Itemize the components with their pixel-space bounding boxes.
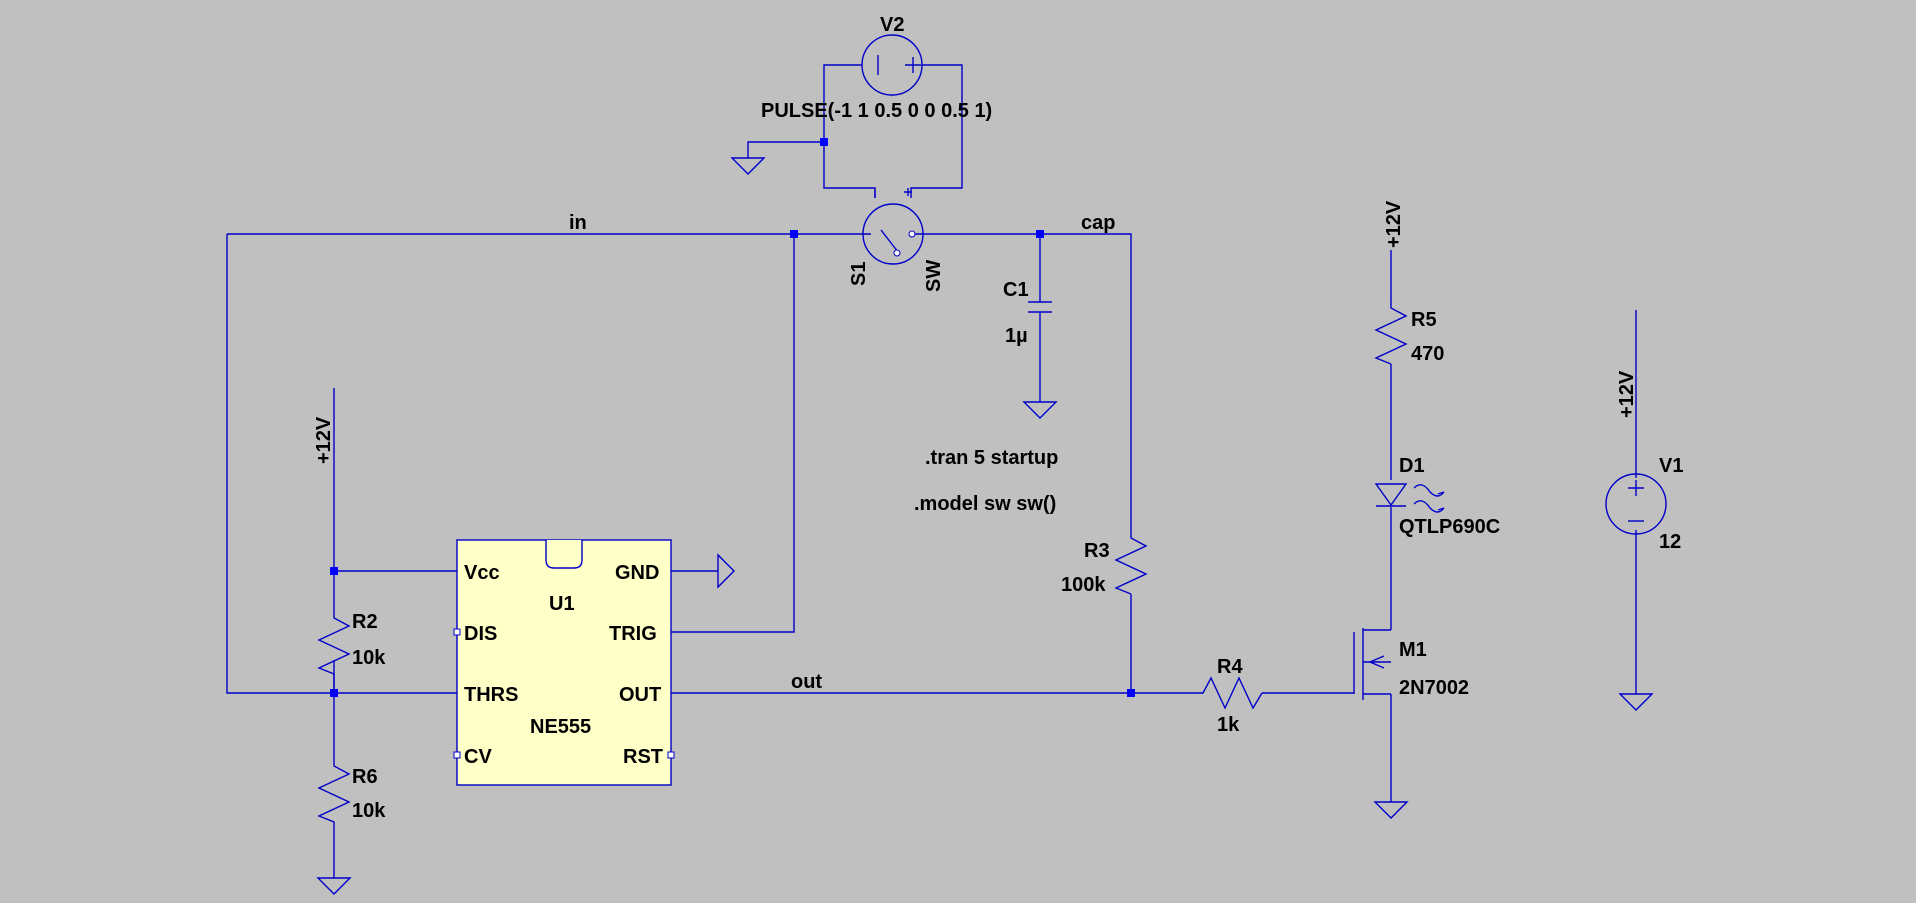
- r2-value-label: 10k: [352, 647, 386, 669]
- junction-dot: [1036, 230, 1044, 238]
- tran-directive[interactable]: .tran 5 startup: [925, 447, 1058, 469]
- r2-supply-label: +12V: [313, 416, 335, 464]
- ground-symbol: [1618, 693, 1654, 711]
- ic-notch: [545, 540, 583, 569]
- pin-marker: [453, 751, 461, 759]
- v2-name-label: V2: [880, 14, 904, 36]
- voltage-source-symbol: [1605, 473, 1667, 535]
- resistor-r2[interactable]: [317, 610, 351, 693]
- ground-symbol: [730, 157, 766, 175]
- light-emission-icon: [1413, 484, 1445, 513]
- pin-label-trig: TRIG: [609, 623, 657, 645]
- wire-v2-left[interactable]: [823, 64, 876, 198]
- u1-model-label: NE555: [530, 716, 591, 738]
- c1-value-label: 1µ: [1005, 325, 1028, 347]
- switch-contact: [908, 230, 916, 238]
- model-directive[interactable]: .model sw sw(): [914, 493, 1056, 515]
- net-label-in: in: [569, 212, 587, 234]
- v1-supply-label: +12V: [1616, 370, 1638, 418]
- junction-dot: [820, 138, 828, 146]
- pin-label-gnd: GND: [615, 562, 659, 584]
- switch-lever: [862, 229, 922, 253]
- junction-dot: [790, 230, 798, 238]
- ic-u1[interactable]: [453, 539, 675, 786]
- voltage-source-symbol: [861, 34, 923, 96]
- mosfet-m1[interactable]: [1353, 628, 1391, 700]
- v1-name-label: V1: [1659, 455, 1683, 477]
- ground-symbol: [1022, 401, 1058, 419]
- wire-cap-net[interactable]: [922, 233, 1132, 530]
- r4-value-label: 1k: [1217, 714, 1240, 736]
- junction-dot: [1127, 689, 1135, 697]
- body-arrow: [1369, 655, 1385, 669]
- d1-model-label: QTLP690C: [1399, 516, 1500, 538]
- pin-label-rst: RST: [623, 746, 663, 768]
- diode-triangle: [1374, 483, 1408, 507]
- u1-name-label: U1: [549, 593, 575, 615]
- pin-label-dis: DIS: [464, 623, 497, 645]
- ground-symbol: [1373, 801, 1409, 819]
- led-d1[interactable]: [1374, 483, 1445, 513]
- switch-contact: [893, 249, 901, 257]
- r5-supply-label: +12V: [1383, 200, 1405, 248]
- r3-name-label: R3: [1084, 540, 1110, 562]
- d1-name-label: D1: [1399, 455, 1425, 477]
- ground-symbol: [717, 553, 735, 589]
- r2-name-label: R2: [352, 611, 378, 633]
- pin-label-vcc: Vcc: [464, 562, 500, 584]
- net-label-cap: cap: [1081, 212, 1115, 234]
- pin-label-out: OUT: [619, 684, 661, 706]
- plus-marker: [905, 57, 921, 73]
- plus-marker: [1628, 480, 1644, 496]
- m1-name-label: M1: [1399, 639, 1427, 661]
- pin-marker: [453, 628, 461, 636]
- v2-value-label: PULSE(-1 1 0.5 0 0 0.5 1): [761, 100, 992, 122]
- wire-v2-right[interactable]: [910, 64, 963, 198]
- resistor-r3[interactable]: [1114, 530, 1148, 595]
- r5-value-label: 470: [1411, 343, 1444, 365]
- junction-dot: [330, 567, 338, 575]
- m1-model-label: 2N7002: [1399, 677, 1469, 699]
- junctions: [330, 138, 1135, 697]
- s1-model-label: SW: [923, 260, 945, 292]
- s1-name-label: S1: [848, 262, 870, 286]
- r6-value-label: 10k: [352, 800, 386, 822]
- wire-in-left-vertical[interactable]: [226, 234, 457, 694]
- resistor-r4[interactable]: [1195, 676, 1263, 710]
- r4-name-label: R4: [1217, 656, 1243, 678]
- voltage-source-v1[interactable]: [1605, 473, 1667, 535]
- wires: [226, 64, 1637, 878]
- wire-in-to-trig[interactable]: [671, 234, 795, 633]
- resistor-r5[interactable]: [1374, 300, 1408, 365]
- voltage-source-v2[interactable]: [861, 34, 923, 96]
- switch-s1[interactable]: [862, 188, 924, 265]
- switch-control-plus: [904, 188, 912, 196]
- net-label-out: out: [791, 671, 822, 693]
- c1-name-label: C1: [1003, 279, 1029, 301]
- pin-label-cv: CV: [464, 746, 492, 768]
- resistor-r6[interactable]: [317, 760, 351, 830]
- r3-value-label: 100k: [1061, 574, 1106, 596]
- ground-symbol: [316, 877, 352, 895]
- v1-value-label: 12: [1659, 531, 1681, 553]
- r6-name-label: R6: [352, 766, 378, 788]
- wire-v2-ground[interactable]: [747, 141, 824, 158]
- pin-label-thrs: THRS: [464, 684, 518, 706]
- r5-name-label: R5: [1411, 309, 1437, 331]
- capacitor-c1[interactable]: [1028, 301, 1052, 313]
- pin-marker: [667, 751, 675, 759]
- ic-body: [456, 539, 672, 786]
